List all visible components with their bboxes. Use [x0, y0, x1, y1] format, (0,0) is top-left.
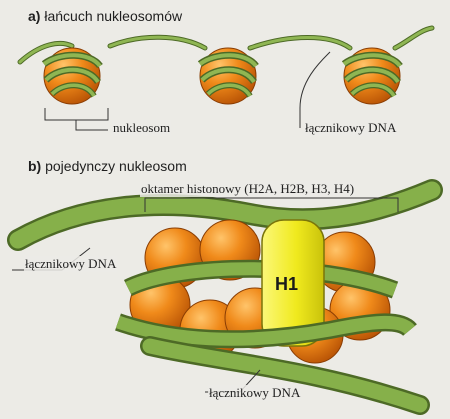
panel-b-letter: b)	[28, 158, 42, 174]
nucleosome-core-1	[41, 47, 103, 105]
panel-b-heading: b) pojedynczy nukleosom	[28, 158, 187, 174]
panel-b-title: pojedynczy nukleosom	[45, 158, 187, 174]
octamer-label: oktamer histonowy (H2A, H2B, H3, H4)	[140, 181, 356, 197]
linker-dna-label-bottom: łącznikowy DNA	[208, 385, 302, 401]
nucleosome-label: nukleosom	[112, 120, 172, 136]
linker-dna-label-left: łącznikowy DNA	[24, 256, 118, 272]
panel-a-letter: a)	[28, 8, 41, 24]
h1-label: H1	[275, 274, 299, 294]
linker-dna-label-a: łącznikowy DNA	[304, 120, 398, 136]
nucleosome-bracket	[44, 108, 109, 131]
nucleosome-core-3	[341, 47, 403, 105]
panel-a-title: łańcuch nukleosomów	[44, 8, 183, 24]
panel-a-heading: a) łańcuch nukleosomów	[28, 8, 182, 24]
nucleosome-core-2	[197, 47, 259, 105]
panel-b-nucleosome	[7, 179, 443, 415]
octamer-callout-line	[144, 197, 399, 212]
panel-a-chain	[17, 25, 435, 131]
h1-histone	[261, 219, 325, 347]
